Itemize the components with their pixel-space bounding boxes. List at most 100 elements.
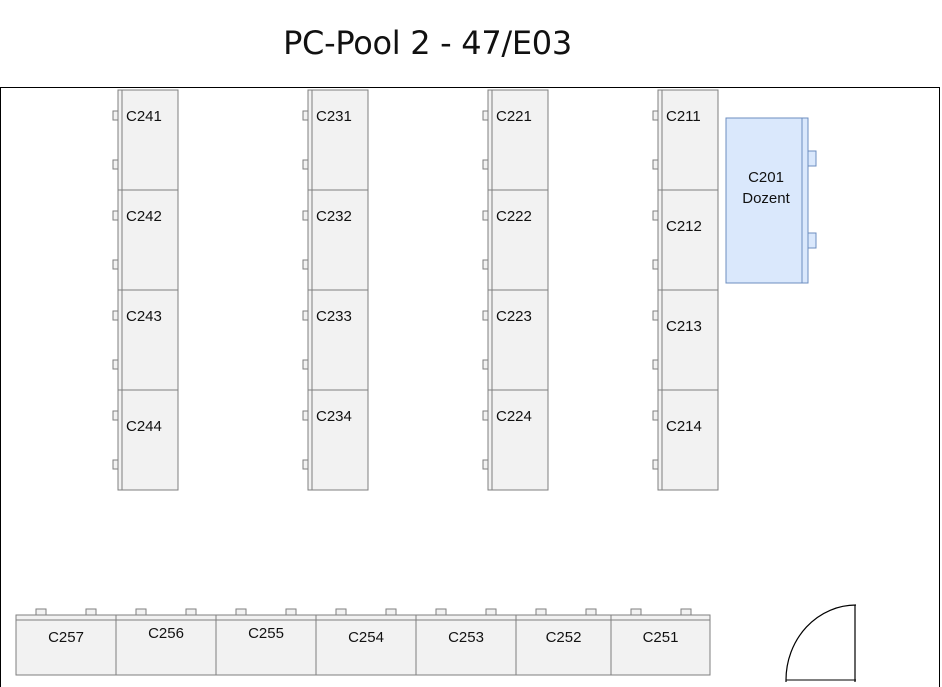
seat-label: C212 [666,218,702,235]
chair-icon [112,159,119,170]
chair-icon [652,259,659,270]
desk [657,189,719,291]
chair-icon [135,608,147,616]
workstation-c243[interactable]: C243 [112,289,179,391]
desk-edge [487,89,493,191]
desk-edge [15,614,117,621]
desk [487,89,549,191]
chair-icon [482,410,489,421]
workstation-c244[interactable]: C244 [112,389,179,491]
desk-edge [657,189,663,291]
chair-icon [185,608,197,616]
desk [115,614,217,676]
chair-icon [285,608,297,616]
workstation-c211[interactable]: C211 [652,89,719,191]
chair-icon [652,359,659,370]
chair-icon [652,110,659,121]
chair-icon [302,259,309,270]
workstation-c221[interactable]: C221 [482,89,549,191]
chair-icon [302,459,309,470]
seat-label: C234 [316,408,352,425]
desk [117,389,179,491]
desk [487,189,549,291]
chair-icon [112,359,119,370]
page-title: PC-Pool 2 - 47/E03 [283,24,572,62]
seat-label: C257 [48,629,84,646]
workstation-c213[interactable]: C213 [652,289,719,391]
room-outline [0,87,940,687]
seat-label: C242 [126,208,162,225]
seat-label: C253 [448,629,484,646]
workstation-c253[interactable]: C253 [415,608,517,676]
seat-label: C221 [496,108,532,125]
desk-edge [415,614,517,621]
lecturer-desk-top [725,117,809,284]
workstation-c232[interactable]: C232 [302,189,369,291]
chair-icon [482,110,489,121]
workstation-c251[interactable]: C251 [610,608,711,676]
workstation-c223[interactable]: C223 [482,289,549,391]
chair-icon [302,310,309,321]
workstation-c234[interactable]: C234 [302,389,369,491]
workstation-c233[interactable]: C233 [302,289,369,391]
workstation-c254[interactable]: C254 [315,608,417,676]
workstation-c257[interactable]: C257 [15,608,117,676]
seat-label: C223 [496,308,532,325]
workstation-c256[interactable]: C256 [115,608,217,676]
desk [610,614,711,676]
chair-icon [630,608,642,616]
chair-icon [482,259,489,270]
desk-edge [307,89,313,191]
workstation-c242[interactable]: C242 [112,189,179,291]
chair-icon [680,608,692,616]
desk [15,614,117,676]
seat-label: C224 [496,408,532,425]
desk-edge [515,614,612,621]
chair-icon [652,310,659,321]
desk [487,289,549,391]
workstation-c255[interactable]: C255 [215,608,317,676]
desk-edge [657,389,663,491]
workstation-c231[interactable]: C231 [302,89,369,191]
chair-icon [585,608,597,616]
desk-edge [307,389,313,491]
desk-edge [117,289,123,391]
chair-icon [302,359,309,370]
chair-icon [112,310,119,321]
chair-icon [85,608,97,616]
desk [515,614,612,676]
workstation-c241[interactable]: C241 [112,89,179,191]
chair-icon [652,159,659,170]
workstation-c224[interactable]: C224 [482,389,549,491]
chair-icon [112,110,119,121]
chair-icon [482,159,489,170]
workstation-c252[interactable]: C252 [515,608,612,676]
chair-icon [112,259,119,270]
desk-edge [487,189,493,291]
workstation-c222[interactable]: C222 [482,189,549,291]
workstation-c214[interactable]: C214 [652,389,719,491]
desk-edge [117,389,123,491]
desk [307,89,369,191]
desk-edge [315,614,417,621]
seat-label: C254 [348,629,384,646]
desk [215,614,317,676]
seat-label: C201 [748,169,784,186]
chair-icon [482,359,489,370]
chair-icon [335,608,347,616]
chair-icon [385,608,397,616]
desk-edge [117,189,123,291]
desk-edge [487,289,493,391]
chair-icon [485,608,497,616]
desk-edge [115,614,217,621]
workstation-c212[interactable]: C212 [652,189,719,291]
seat-label: C251 [643,629,679,646]
chair-icon [482,210,489,221]
desk-edge [307,189,313,291]
chair-icon [652,459,659,470]
desk-edge [657,289,663,391]
desk [487,389,549,491]
seat-label: Dozent [742,190,790,207]
chair-icon [302,410,309,421]
